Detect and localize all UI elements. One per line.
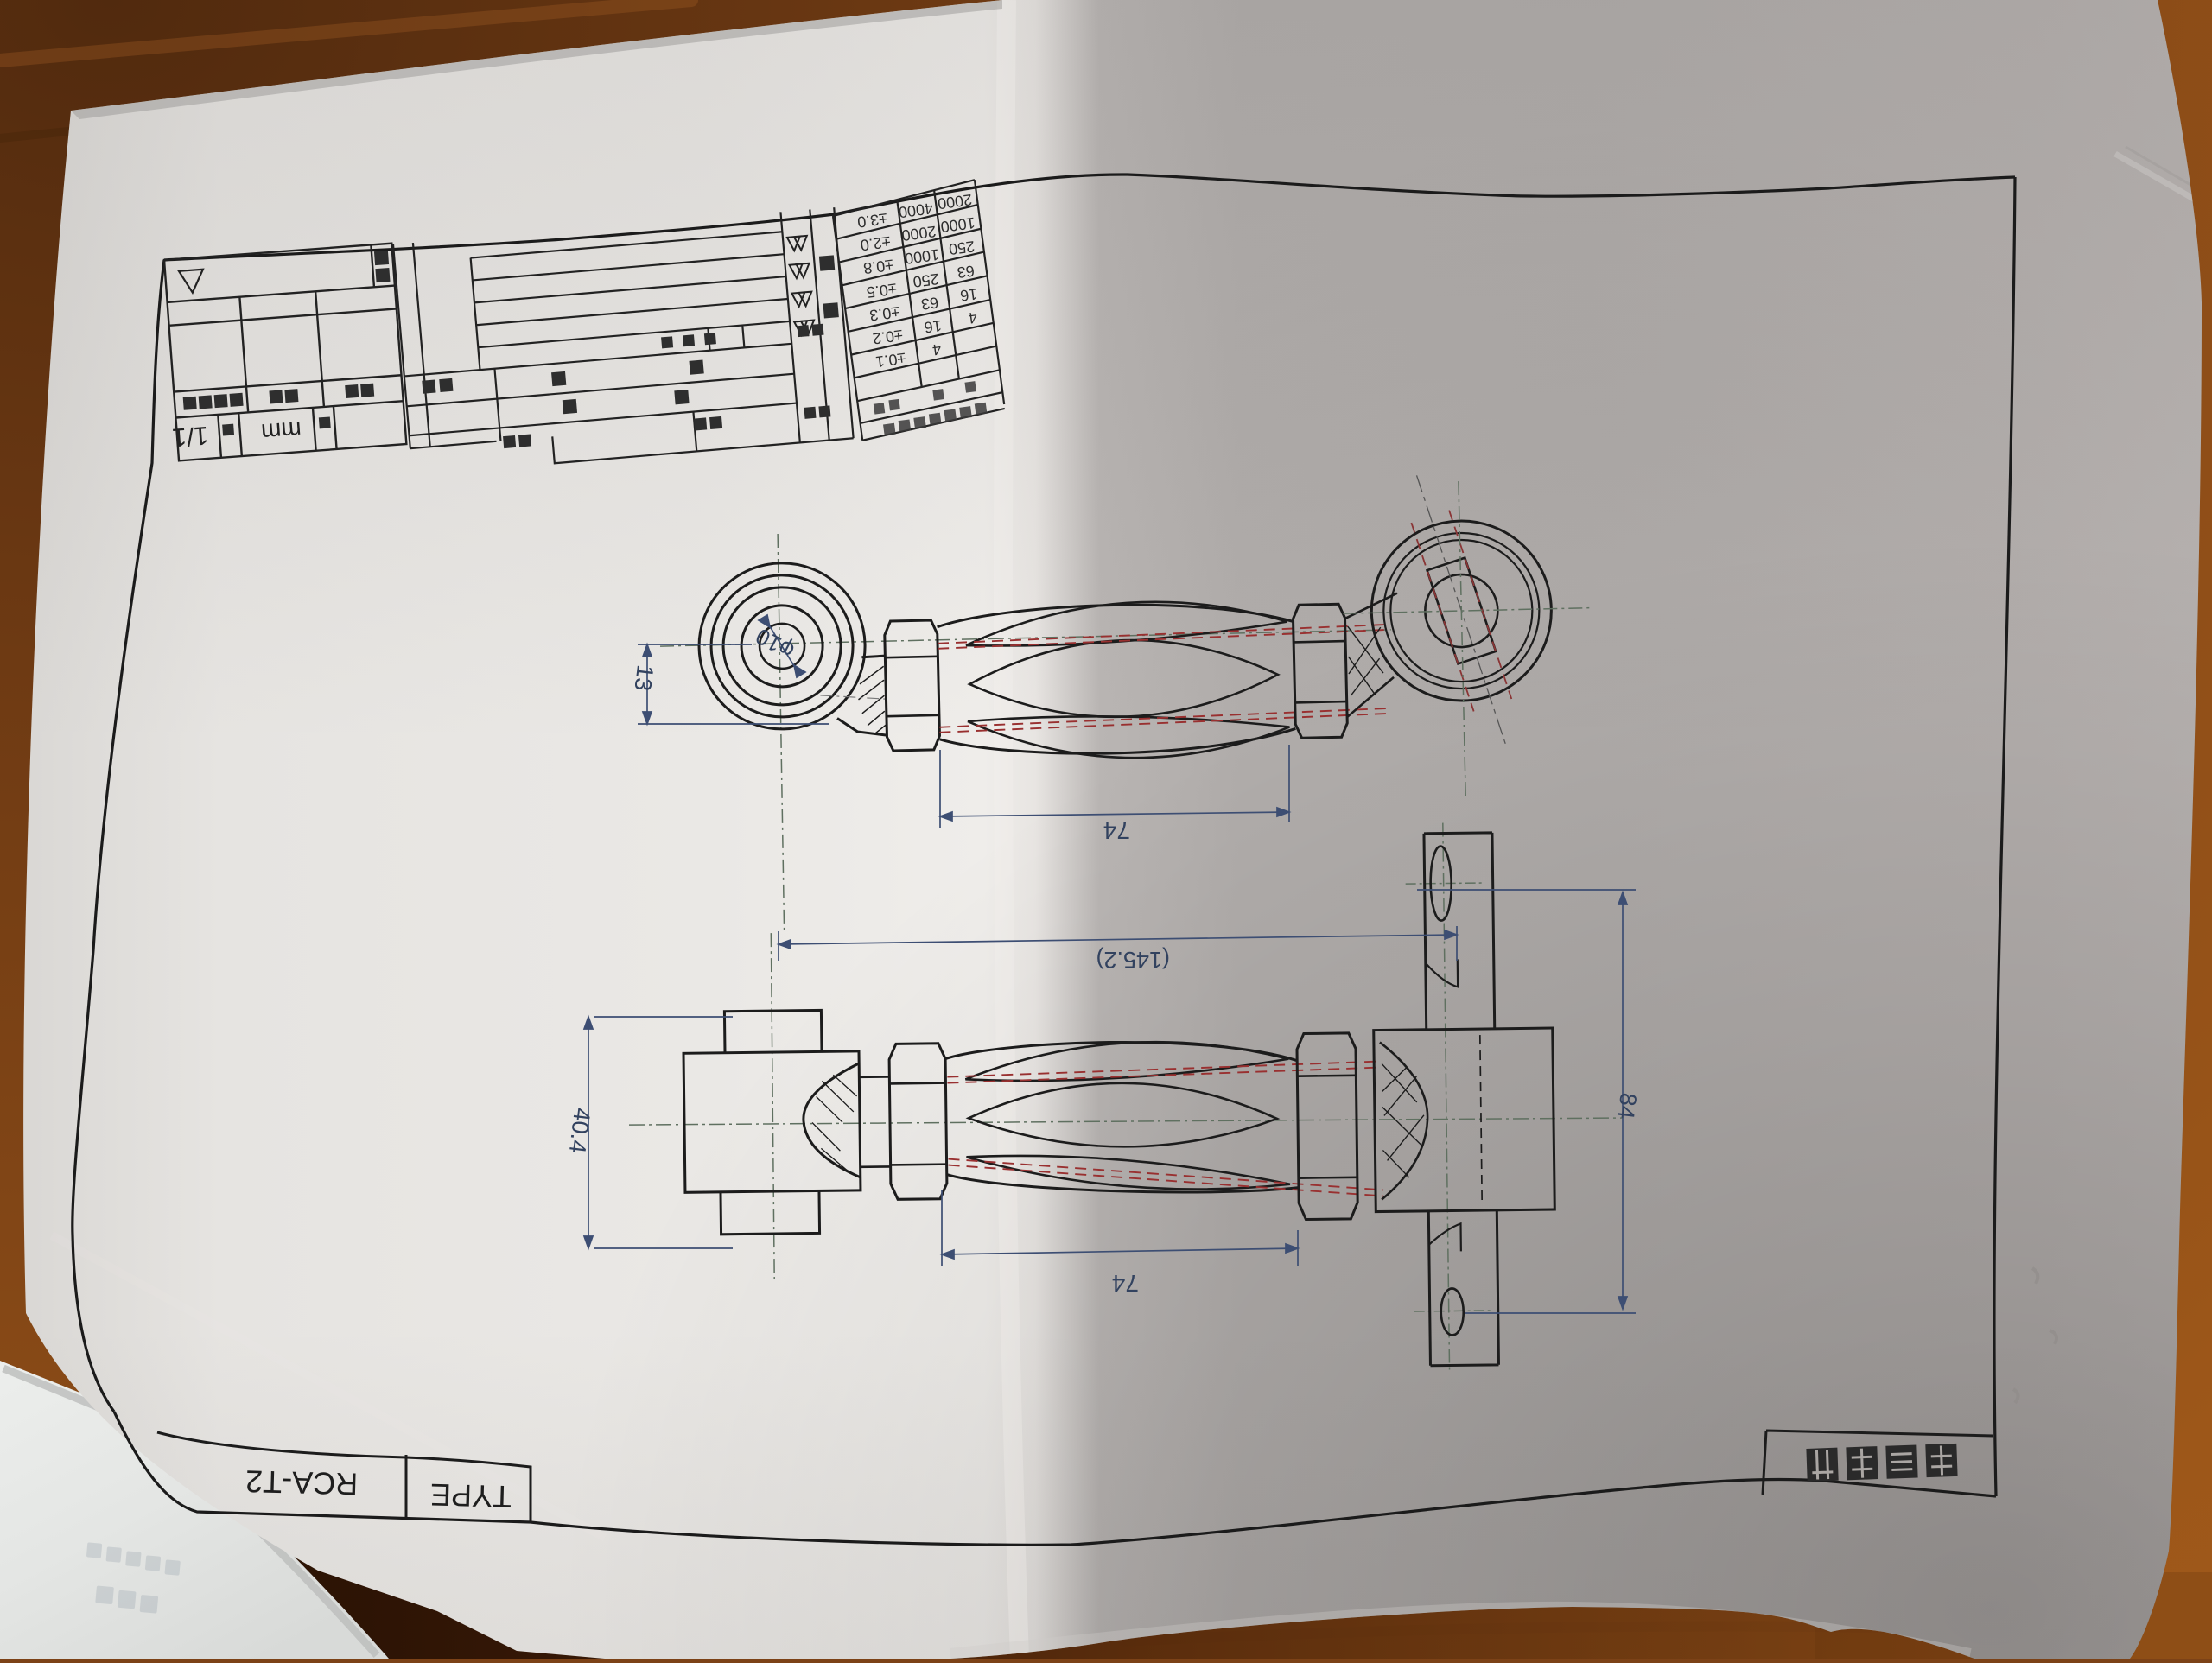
svg-text:74: 74: [1112, 1270, 1139, 1297]
svg-text:4: 4: [967, 308, 978, 327]
svg-text:±0.8: ±0.8: [862, 256, 894, 276]
svg-text:±3.0: ±3.0: [856, 210, 888, 231]
svg-text:40.4: 40.4: [564, 1107, 595, 1155]
svg-text:13: 13: [629, 663, 658, 692]
svg-text:16: 16: [959, 285, 978, 304]
svg-text:RCA-T2: RCA-T2: [245, 1463, 359, 1501]
svg-text:1/1: 1/1: [171, 421, 209, 452]
svg-text:250: 250: [912, 270, 939, 291]
svg-text:4: 4: [931, 340, 943, 359]
svg-text:mm: mm: [260, 416, 302, 446]
svg-text:250: 250: [948, 238, 976, 258]
svg-text:63: 63: [920, 294, 939, 313]
svg-text:63: 63: [956, 262, 975, 281]
svg-text:16: 16: [923, 317, 942, 336]
svg-text:74: 74: [1103, 817, 1130, 844]
svg-text:±0.1: ±0.1: [874, 350, 906, 371]
svg-text:±0.3: ±0.3: [868, 303, 900, 324]
svg-text:±2.0: ±2.0: [860, 233, 892, 254]
svg-text:±0.2: ±0.2: [872, 327, 904, 347]
svg-text:(145.2): (145.2): [1096, 947, 1170, 973]
svg-text:TYPE: TYPE: [429, 1477, 512, 1514]
svg-text:±0.5: ±0.5: [866, 280, 898, 301]
svg-text:84: 84: [1612, 1091, 1641, 1120]
